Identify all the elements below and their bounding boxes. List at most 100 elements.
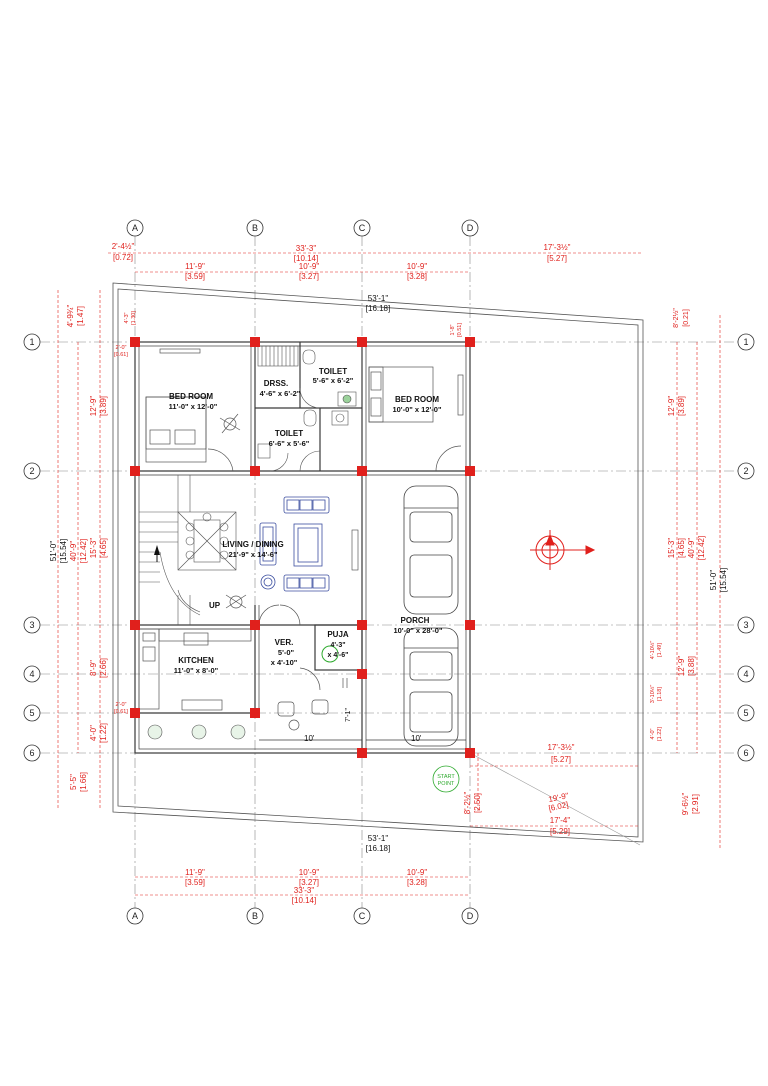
dim-right-overall: 51'-0" bbox=[709, 570, 718, 591]
dim-top-left-off: 2'-4½" bbox=[112, 242, 135, 251]
room-toilet-mid-size: 6'-6" x 5'-6" bbox=[269, 439, 310, 448]
dim-bot-bc-m: [3.27] bbox=[299, 878, 319, 887]
staircase bbox=[139, 475, 201, 625]
grid-row-2-left: 2 bbox=[29, 466, 34, 476]
room-ver-size1: 5'-0" bbox=[278, 648, 295, 657]
grid-col-c-top: C bbox=[359, 223, 366, 233]
grid-row-5-left: 5 bbox=[29, 708, 34, 718]
dim-small-d: 1'-8" bbox=[450, 324, 456, 335]
dim-diag-m: [6.02] bbox=[548, 800, 569, 813]
bed-left bbox=[145, 348, 241, 472]
dim-right-r56-m: [1.22] bbox=[657, 727, 663, 741]
dim-top-cd: 10'-9" bbox=[407, 262, 428, 271]
grid-col-b-top: B bbox=[252, 223, 258, 233]
room-toilet-top-name: TOILET bbox=[319, 367, 347, 376]
dim-right-r36: 12'-9" bbox=[677, 656, 686, 677]
dim-left-r23: 15'-3" bbox=[89, 538, 98, 559]
dim-small-a: 2'-0" bbox=[116, 345, 127, 351]
dim-left-overall-m: [15.54] bbox=[59, 539, 68, 563]
room-living-name: LIVING / DINING bbox=[222, 540, 283, 549]
dim-d-vert-m: [2.50] bbox=[473, 793, 482, 813]
grid-row-1-right: 1 bbox=[743, 337, 748, 347]
dim-right-r34: 4'-10½" bbox=[649, 641, 656, 660]
planters bbox=[147, 724, 246, 740]
room-puja-size1: 4'-3" bbox=[330, 642, 345, 649]
dim-left-r12-m: [3.89] bbox=[99, 396, 108, 416]
dim-plot-bottom-m: [16.18] bbox=[366, 844, 390, 853]
room-bed-left-size: 11'-0" x 12'-0" bbox=[169, 402, 218, 411]
dim-low-right: 17'-4" bbox=[550, 816, 571, 825]
dim-right-sub-m: [12.42] bbox=[697, 536, 706, 560]
dim-left-sub-m: [12.42] bbox=[79, 539, 88, 563]
grid-row-4-left: 4 bbox=[29, 669, 34, 679]
dim-front-right: 17'-3½" bbox=[547, 743, 574, 752]
grid-col-a-bottom: A bbox=[132, 911, 138, 921]
dim-left-r35: 8'-9" bbox=[89, 660, 98, 676]
dim-top-cd-m: [3.28] bbox=[407, 272, 427, 281]
grid-row-3-left: 3 bbox=[29, 620, 34, 630]
dim-small-c-m: [1.30] bbox=[131, 311, 137, 325]
dining-table bbox=[177, 511, 237, 571]
start-point-marker bbox=[432, 765, 460, 793]
dimension-lines bbox=[57, 252, 721, 896]
dim-top-bc: 10'-9" bbox=[299, 262, 320, 271]
dim-right-r36-m: [3.88] bbox=[687, 656, 696, 676]
dim-right-r6b-m: [2.91] bbox=[691, 794, 700, 814]
room-toilet-mid-name: TOILET bbox=[275, 429, 303, 438]
grid-row-6-left: 6 bbox=[29, 748, 34, 758]
grid-col-d-top: D bbox=[467, 223, 474, 233]
grid-row-3-right: 3 bbox=[743, 620, 748, 630]
dim-right-overall-m: [15.54] bbox=[719, 568, 728, 592]
room-bed-left-name: BED ROOM bbox=[169, 392, 213, 401]
dim-top-overall-m: [10.14] bbox=[294, 254, 318, 263]
grid-col-a-top: A bbox=[132, 223, 138, 233]
dim-top-overall: 33'-3" bbox=[296, 244, 317, 253]
grid-row-1-left: 1 bbox=[29, 337, 34, 347]
stair-direction-arrow bbox=[154, 545, 160, 555]
dim-plot-top-right: 8'-2½" bbox=[672, 308, 680, 328]
grid-col-c-bottom: C bbox=[359, 911, 366, 921]
dim-left-overall: 51'-0" bbox=[49, 541, 58, 562]
room-porch-name: PORCH bbox=[401, 616, 430, 625]
grid-row-2-right: 2 bbox=[743, 466, 748, 476]
room-bed-right-name: BED ROOM bbox=[395, 395, 439, 404]
dim-bot-bc: 10'-9" bbox=[299, 868, 320, 877]
bed-right bbox=[368, 366, 464, 472]
room-drss-size: 4'-6" x 6'-2" bbox=[260, 389, 301, 398]
dim-small-b-m: [0.61] bbox=[114, 709, 128, 715]
dim-top-ab: 11'-9" bbox=[185, 262, 205, 271]
dim-right-sub: 40'-9" bbox=[687, 538, 696, 559]
verandah-items bbox=[258, 604, 348, 731]
room-bed-right-size: 10'-0" x 12'-0" bbox=[392, 405, 441, 414]
living-chair bbox=[225, 594, 247, 609]
room-puja-name: PUJA bbox=[327, 630, 349, 639]
building-walls bbox=[134, 341, 471, 754]
dim-right-r45: 3'-10½" bbox=[649, 685, 656, 704]
living-tv-unit bbox=[351, 529, 359, 571]
structural-columns bbox=[130, 337, 475, 758]
dim-plot-bottom: 53'-1" bbox=[368, 834, 389, 843]
room-ver-name: VER. bbox=[275, 638, 294, 647]
grid-col-d-bottom: D bbox=[467, 911, 474, 921]
room-drss-name: DRSS. bbox=[264, 379, 288, 388]
room-kitchen-name: KITCHEN bbox=[178, 656, 214, 665]
dim-diag: 19'-9" bbox=[548, 791, 570, 804]
dim-left-rbot: 5'-5" bbox=[69, 774, 78, 790]
dim-plot-top: 53'-1" bbox=[368, 294, 389, 303]
room-living-size: 21'-9" x 14'-6" bbox=[228, 550, 277, 559]
puja-symbol bbox=[321, 645, 339, 663]
dim-left-rtop: 4'-9¾" bbox=[66, 305, 75, 328]
porch-cars bbox=[403, 485, 459, 747]
step-width-right: 10' bbox=[411, 734, 422, 743]
grid-row-4-right: 4 bbox=[743, 669, 748, 679]
dim-right-r34-m: [1.49] bbox=[657, 643, 663, 657]
room-ver-size2: x 4'-10" bbox=[271, 658, 298, 667]
dim-top-ab-m: [3.59] bbox=[185, 272, 205, 281]
dim-bot-cd: 10'-9" bbox=[407, 868, 428, 877]
dim-top-right-off: 17'-3½" bbox=[543, 243, 570, 252]
grid-bubbles bbox=[23, 219, 755, 925]
dim-small-d-m: [0.51] bbox=[457, 323, 463, 337]
dim-right-r45-m: [1.18] bbox=[657, 687, 663, 701]
room-kitchen-size: 11'-0" x 8'-0" bbox=[174, 666, 219, 675]
